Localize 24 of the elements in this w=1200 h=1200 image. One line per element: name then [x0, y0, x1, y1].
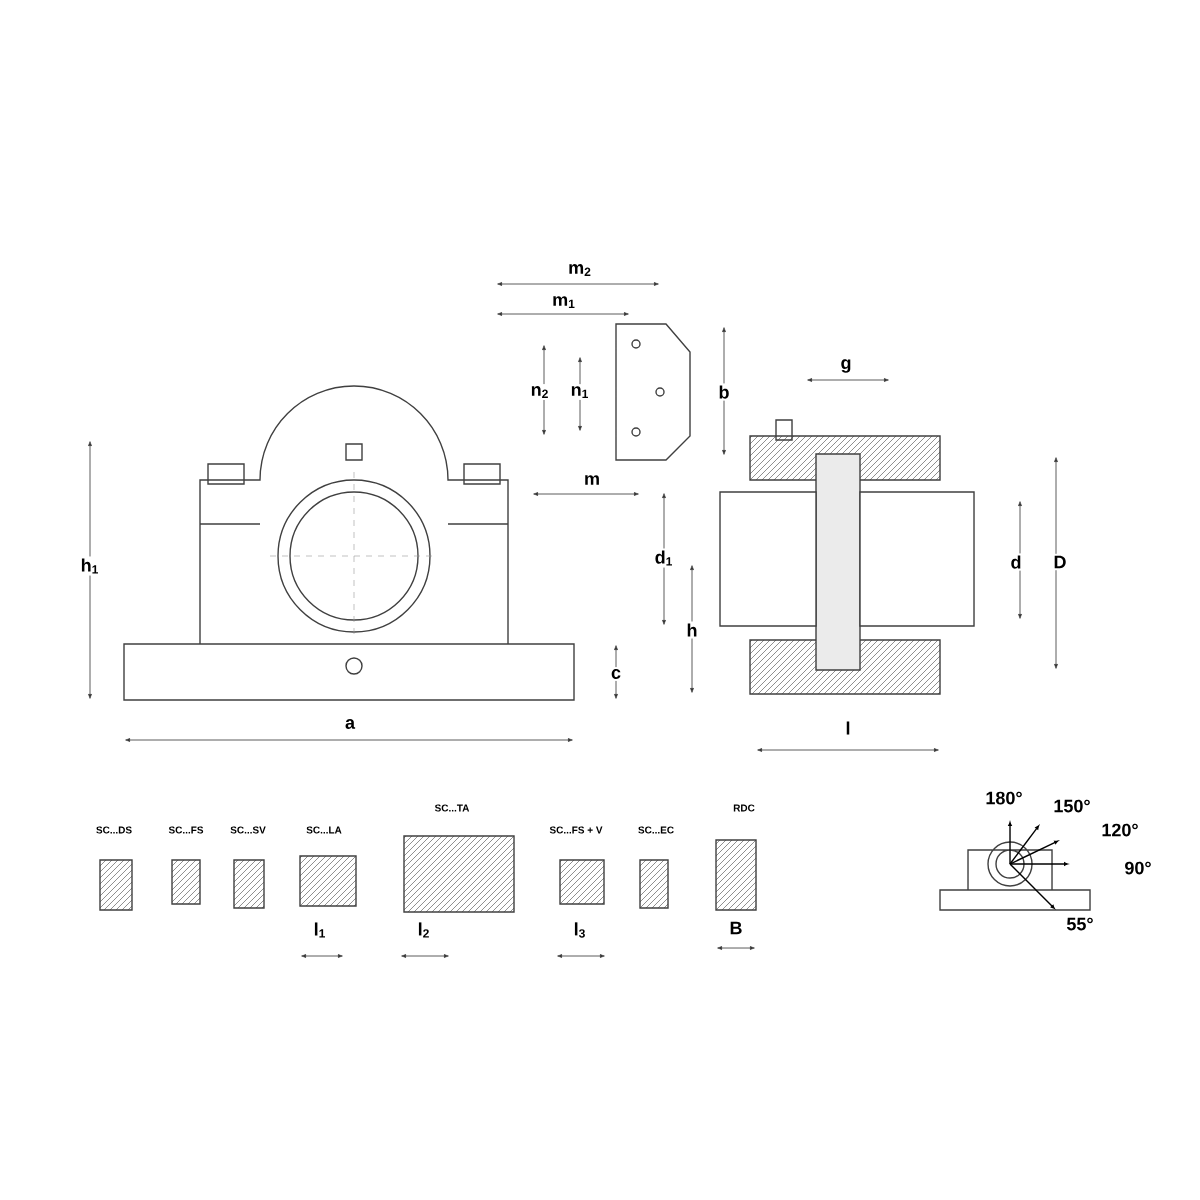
dimension-label: g: [838, 357, 854, 375]
dimension-label: l: [843, 719, 853, 737]
dimension-label: a: [343, 717, 357, 731]
dimension-label: D: [1051, 553, 1069, 571]
dimension-label: l$_{3}$: [571, 920, 589, 940]
angle-label: 180°: [983, 789, 1025, 807]
dimension-label: l$_{1}$: [311, 920, 329, 940]
dimension-label: b: [716, 383, 732, 401]
dimension-label: c: [609, 667, 623, 681]
dimension-label: h: [684, 621, 700, 639]
angle-label: 90°: [1122, 859, 1154, 877]
dimension-label: d$_{1}$: [652, 548, 676, 568]
dimension-label: m$_{2}$: [566, 262, 594, 278]
dimension-label: m$_{1}$: [550, 294, 578, 310]
angle-label: 120°: [1099, 821, 1141, 839]
angle-label: 55°: [1064, 915, 1096, 933]
dimension-label: m: [582, 473, 602, 487]
dimension-label: l$_{2}$: [415, 920, 433, 940]
angle-label: 150°: [1051, 797, 1093, 815]
dimension-label: h$_{1}$: [78, 556, 102, 576]
dimension-label: d: [1008, 553, 1024, 571]
dimension-label: n$_{2}$: [528, 384, 552, 400]
dimension-label: n$_{1}$: [568, 384, 592, 400]
dimension-label: B: [727, 919, 745, 937]
